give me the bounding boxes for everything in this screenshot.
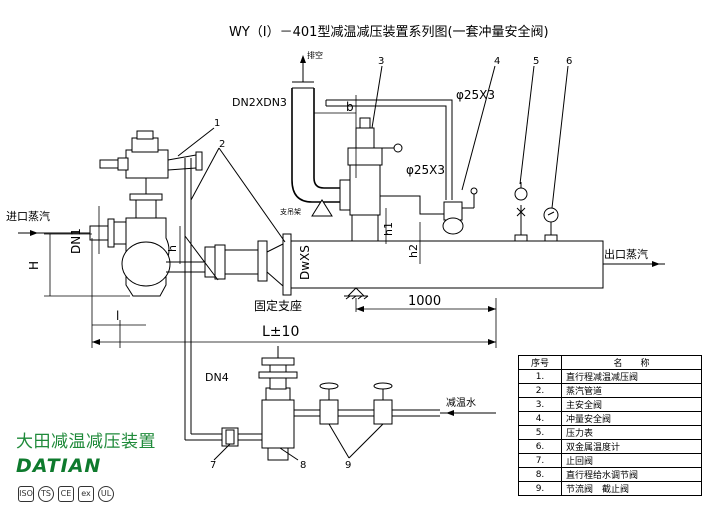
main-safety-valve: [291, 81, 403, 242]
label-dn2xdn3: DN2XDN3: [232, 96, 287, 109]
fixed-support-mark: [344, 287, 369, 300]
cert-ul-icon: UL: [98, 486, 114, 502]
legend-row-no: 5.: [518, 425, 562, 440]
callout-8: 8: [300, 460, 306, 471]
legend-row: 4.冲量安全阀: [518, 411, 702, 426]
label-fixed-support: 固定支座: [254, 298, 302, 313]
label-vent: 排空: [307, 50, 323, 60]
label-dim-h: h: [166, 245, 179, 252]
legend-row: 8.直行程给水调节阀: [518, 467, 702, 482]
legend-row-name: 压力表: [561, 425, 702, 440]
legend-row-name: 止回阀: [561, 453, 702, 468]
check-valve: [225, 429, 235, 445]
label-cooling-water: 减温水: [446, 397, 476, 409]
label-dim-l: l: [116, 309, 119, 323]
legend-row-name: 双金属温度计: [561, 439, 702, 454]
label-dim-H: H: [27, 261, 41, 270]
legend-row-no: 9.: [518, 481, 562, 496]
cert-ex-icon: ex: [78, 486, 94, 502]
brand-block: 大田减温减压装置 DATIAN: [16, 427, 216, 477]
legend-row-no: 1.: [518, 369, 562, 384]
brand-title: 大田减温减压装置: [16, 432, 156, 452]
legend-row-no: 3.: [518, 397, 562, 412]
label-support-frame: 支吊架: [280, 207, 301, 216]
outlet-pipe: [282, 233, 604, 296]
legend-row: 3.主安全阀: [518, 397, 702, 412]
legend-row-name: 蒸汽管道: [561, 383, 702, 398]
legend-row-name: 直行程减温减压阀: [561, 369, 702, 384]
legend-row-name: 直行程给水调节阀: [561, 467, 702, 482]
label-phi-large: φ25X3: [456, 88, 495, 102]
callout-5: 5: [533, 56, 539, 67]
label-phi-small: φ25X3: [406, 163, 445, 177]
label-dn1: DN1: [69, 228, 83, 254]
legend-row-name: 主安全阀: [561, 397, 702, 412]
cert-ts-icon: TS: [38, 486, 54, 502]
legend-row: 9.节流阀 截止阀: [518, 481, 702, 496]
callout-2: 2: [219, 139, 225, 150]
legend-header-no: 序号: [518, 355, 562, 370]
callout-9: 9: [345, 460, 351, 471]
label-inlet-steam: 进口蒸汽: [6, 209, 50, 223]
callout-3: 3: [378, 56, 384, 67]
legend-header-row: 序号 名 称: [518, 355, 702, 370]
brand-logo: DATIAN: [16, 455, 102, 477]
legend-header-name: 名 称: [561, 355, 702, 370]
bimetal-thermometer: [543, 207, 559, 242]
throttle-stop-valves: [319, 382, 393, 425]
cert-ce-icon: CE: [58, 486, 74, 502]
legend-row-name: 冲量安全阀: [561, 411, 702, 426]
pressure-reducing-valve: [89, 130, 205, 297]
callout-7: 7: [210, 460, 216, 471]
label-dwxs: DwXS: [298, 245, 312, 280]
cooling-water-line: [184, 158, 262, 447]
reducer-spool: [204, 240, 284, 287]
label-dim-h2: h2: [407, 244, 420, 258]
label-dn4: DN4: [205, 371, 229, 384]
legend-row-name: 节流阀 截止阀: [561, 481, 702, 496]
legend-row-no: 8.: [518, 467, 562, 482]
label-dim-h1: h1: [382, 222, 395, 236]
legend-row: 6.双金属温度计: [518, 439, 702, 454]
callout-1: 1: [214, 118, 220, 129]
feedwater-regulating-valve: [258, 346, 440, 461]
legend-row: 5.压力表: [518, 425, 702, 440]
pressure-gauge: [514, 182, 528, 242]
callout-6: 6: [566, 56, 572, 67]
legend-row-no: 6.: [518, 439, 562, 454]
label-dim-1000: 1000: [408, 294, 441, 309]
legend-row-no: 4.: [518, 411, 562, 426]
legend-row: 1.直行程减温减压阀: [518, 369, 702, 384]
legend-row-no: 2.: [518, 383, 562, 398]
label-dim-b: b: [346, 100, 354, 114]
legend-row: 7.止回阀: [518, 453, 702, 468]
label-outlet-steam: 出口蒸汽: [604, 247, 648, 261]
diagram-title: WY（Ⅰ）－401型减温减压装置系列图(一套冲量安全阀): [229, 24, 549, 40]
callout-leaders: [177, 65, 569, 461]
dimension-lines: [18, 55, 665, 416]
cert-iso-icon: ISO: [18, 486, 34, 502]
legend-row: 2.蒸汽管道: [518, 383, 702, 398]
callout-4: 4: [494, 56, 500, 67]
impulse-safety-valve: [325, 99, 478, 235]
label-dim-L: L±10: [262, 324, 299, 340]
legend-row-no: 7.: [518, 453, 562, 468]
